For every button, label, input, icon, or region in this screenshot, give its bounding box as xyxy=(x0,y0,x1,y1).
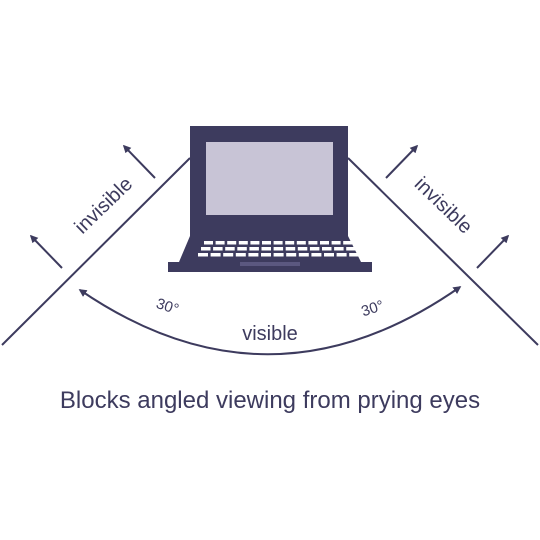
laptop-icon xyxy=(168,126,372,272)
keyboard-key xyxy=(286,253,297,257)
keyboard-key xyxy=(331,241,341,245)
right-angle-label: 30° xyxy=(359,297,386,320)
keyboard-key xyxy=(349,253,360,257)
keyboard-key xyxy=(273,253,284,257)
laptop-base xyxy=(168,262,372,272)
keyboard-key xyxy=(320,241,329,245)
left-invisible-label: invisible xyxy=(71,173,137,238)
caption: Blocks angled viewing from prying eyes xyxy=(60,387,480,414)
keyboard-key xyxy=(248,253,259,257)
keyboard-key xyxy=(285,241,295,245)
right-lower-arrow xyxy=(476,234,510,269)
visible-angle-arc xyxy=(78,286,462,356)
keyboard-key xyxy=(262,241,271,245)
left-boundary-line xyxy=(1,157,191,346)
keyboard-key xyxy=(273,247,284,251)
keyboard-key xyxy=(215,241,225,245)
keyboard-key xyxy=(311,253,322,257)
keyboard-key xyxy=(238,241,248,245)
keyboard-key xyxy=(223,253,234,257)
keyboard-key xyxy=(343,241,353,245)
keyboard-key xyxy=(235,253,246,257)
right-upper-arrow xyxy=(385,144,419,179)
keyboard-key xyxy=(309,247,320,251)
keyboard-key xyxy=(213,247,223,251)
keyboard-key xyxy=(308,241,318,245)
keyboard-key xyxy=(261,253,271,257)
keyboard-key xyxy=(225,247,235,251)
keyboard-key xyxy=(227,241,237,245)
left-upper-arrow xyxy=(122,144,156,179)
visible-label: visible xyxy=(242,323,298,345)
keyboard-key xyxy=(261,247,271,251)
left-lower-arrow xyxy=(29,234,63,269)
keyboard-key xyxy=(204,241,213,245)
keyboard-key xyxy=(249,247,259,251)
keyboard-key xyxy=(324,253,334,257)
keyboard-key xyxy=(198,253,208,257)
right-boundary-line xyxy=(347,157,539,346)
laptop-keys xyxy=(198,241,360,257)
left-angle-label: 30° xyxy=(154,295,181,318)
keyboard-key xyxy=(285,247,296,251)
keyboard-key xyxy=(298,253,309,257)
keyboard-key xyxy=(346,247,356,251)
keyboard-key xyxy=(250,241,260,245)
keyboard-key xyxy=(201,247,211,251)
keyboard-key xyxy=(322,247,332,251)
keyboard-key xyxy=(296,241,306,245)
laptop-notch xyxy=(240,262,300,266)
keyboard-key xyxy=(210,253,221,257)
keyboard-key xyxy=(336,253,347,257)
laptop-screen xyxy=(206,142,333,215)
keyboard-key xyxy=(334,247,344,251)
keyboard-key xyxy=(273,241,283,245)
keyboard-key xyxy=(237,247,247,251)
keyboard-key xyxy=(297,247,308,251)
